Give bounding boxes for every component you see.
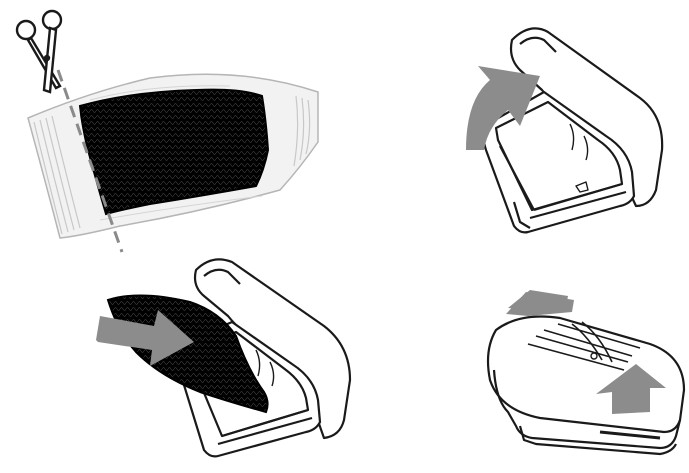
step-1-cut-package bbox=[17, 11, 318, 252]
step-2-open-lid bbox=[483, 28, 662, 232]
scissors-icon bbox=[17, 11, 61, 92]
